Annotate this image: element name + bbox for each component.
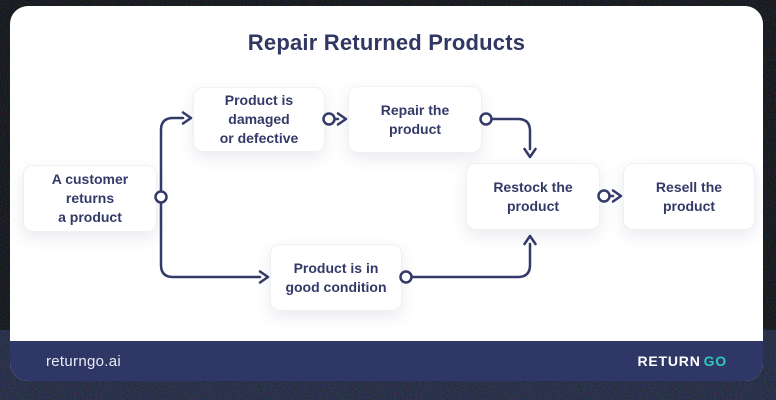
node-label: Restock the product [493, 178, 573, 214]
edge-good-to-restock [410, 242, 532, 279]
node-restock-product: Restock the product [466, 163, 600, 230]
node-label: Product is in good condition [285, 259, 387, 295]
logo-text-go: GO [703, 353, 727, 369]
logo-text-return: RETURN [637, 353, 701, 369]
page-title: Repair Returned Products [247, 30, 526, 55]
node-label: Product is damaged or defective [219, 92, 299, 146]
node-damaged-defective: Product is damaged or defective [193, 87, 325, 152]
diagram-card: Repair Returned Products A customer retu… [10, 6, 763, 381]
edge-repair-to-restock [490, 117, 532, 151]
arrowhead-up-icon [523, 234, 537, 246]
connector-dot [322, 112, 336, 126]
footer-bar: returngo.ai RETURN GO [10, 341, 763, 381]
connector-dot [399, 270, 413, 284]
connector-dot [597, 189, 611, 203]
connector-dot [479, 112, 493, 126]
edge-start-to-damaged [159, 116, 185, 199]
website-link[interactable]: returngo.ai [46, 352, 122, 370]
arrowhead-down-icon [523, 147, 537, 159]
edge-start-to-good [159, 195, 262, 279]
node-label: Resell the product [655, 178, 723, 214]
returngo-logo: RETURN GO [637, 353, 727, 369]
arrowhead-right-icon [181, 111, 193, 125]
arrowhead-right-icon [611, 189, 623, 203]
node-good-condition: Product is in good condition [270, 244, 402, 311]
node-resell-product: Resell the product [623, 163, 755, 230]
node-label: A customer returns a product [51, 171, 129, 225]
node-label: Repair the product [380, 101, 450, 137]
node-repair-product: Repair the product [348, 86, 482, 153]
arrowhead-right-icon [258, 270, 270, 284]
node-customer-returns: A customer returns a product [23, 165, 157, 232]
connector-dot [154, 190, 168, 204]
arrowhead-right-icon [336, 112, 348, 126]
